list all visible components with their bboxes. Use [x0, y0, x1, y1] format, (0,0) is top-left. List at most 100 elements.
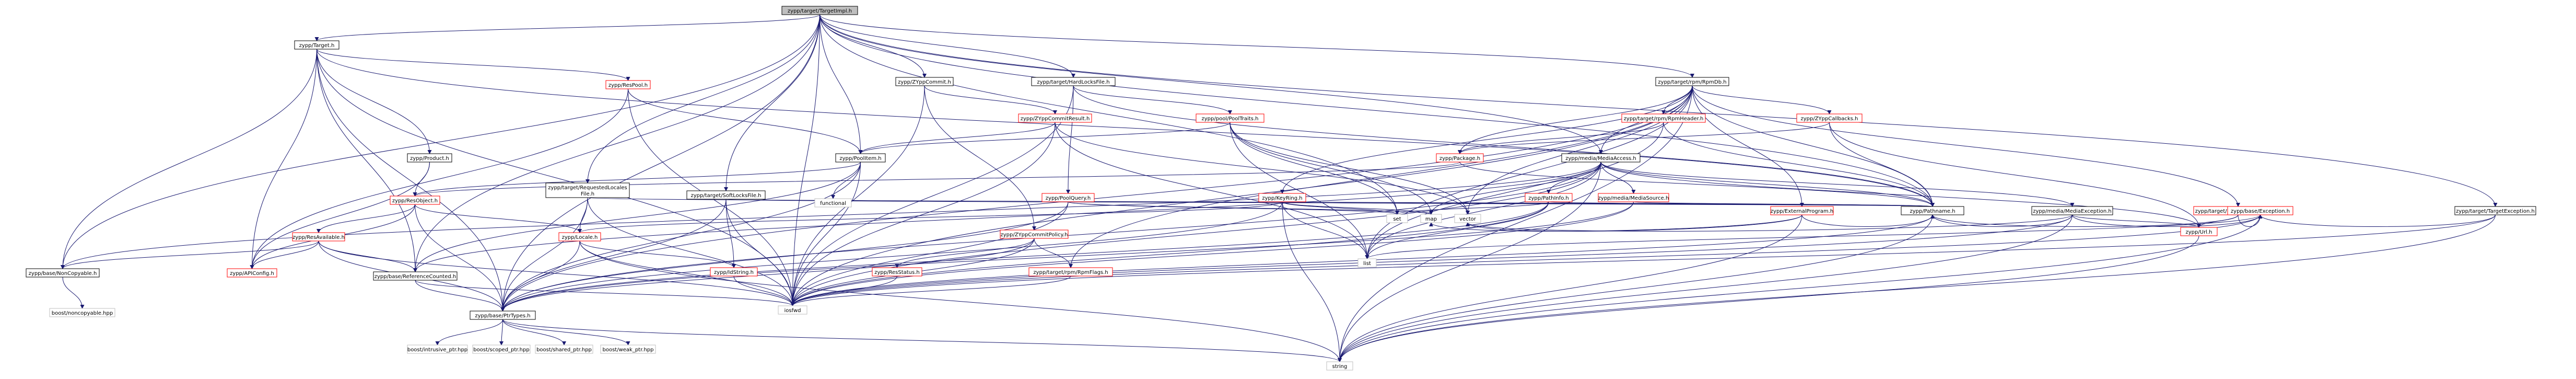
edge-poolitem-to-refcounted — [413, 162, 861, 272]
node-iosfwd: iosfwd — [778, 305, 807, 315]
edge-hardlocks-to-poolquery — [1066, 85, 1074, 194]
edge-poolitem-to-ptrtypes — [500, 162, 861, 312]
edge-keyring-to-string — [1282, 201, 1342, 362]
edge-root-to-softlocks — [724, 14, 820, 191]
node-resstatus[interactable]: zypp/ResStatus.h — [872, 267, 922, 277]
node-resprool[interactable]: zypp/ResPool.h — [605, 80, 651, 89]
node-ptrtypes[interactable]: zypp/base/PtrTypes.h — [470, 311, 536, 320]
node-targetexc[interactable]: zypp/target/TargetException.h — [2454, 206, 2536, 215]
node-box-iosfwd — [778, 305, 807, 315]
node-label-poolitem: zypp/PoolItem.h — [839, 156, 881, 162]
node-commitpolicy[interactable]: zypp/ZYppCommitPolicy.h — [1000, 229, 1069, 239]
edge-pathinfo-to-iosfwd — [790, 201, 1549, 306]
edge-resavailable-to-iosfwd — [318, 240, 795, 306]
edge-externalprog-to-map — [1429, 214, 1802, 232]
node-pooltraits[interactable]: zypp/pool/PoolTraits.h — [1196, 113, 1264, 123]
edge-root-to-iosfwd — [790, 14, 820, 306]
edge-commitpolicy-to-ptrtypes — [500, 238, 1035, 312]
node-box-poolitem — [835, 153, 886, 163]
edge-mediaexc-to-vector — [1466, 214, 2072, 232]
node-pathinfo[interactable]: zypp/PathInfo.h — [1525, 193, 1573, 202]
node-box-noncopyable — [26, 268, 100, 278]
node-box-mediaaccess — [1561, 153, 1641, 163]
node-mediasource[interactable]: zypp/media/MediaSource.h — [1598, 193, 1669, 202]
edge-mediaaccess-to-list — [1365, 162, 1601, 259]
node-keyring[interactable]: zypp/KeyRing.h — [1258, 193, 1306, 202]
edge-target-to-noncopyable — [61, 49, 317, 269]
edge-poolquery-to-ptrtypes — [500, 201, 1069, 312]
edge-requestedlocales-to-locale — [578, 197, 588, 233]
node-box-mediaexc — [2031, 206, 2113, 215]
edge-zyppcommit-to-iosfwd — [790, 85, 925, 306]
edge-resobject-to-ptrtypes — [415, 204, 505, 312]
node-label-boost_weak: boost/weak_ptr.hpp — [602, 347, 653, 353]
edge-mediaaccess-to-iosfwd — [790, 162, 1601, 306]
node-box-ptrtypes — [470, 311, 536, 320]
node-rpmdb[interactable]: zypp/target/rpm/RpmDb.h — [1655, 77, 1729, 86]
edge-commitresult-to-vector — [1055, 122, 1470, 215]
node-pathname[interactable]: zypp/Pathname.h — [1901, 206, 1964, 215]
node-label-package: zypp/Package.h — [1439, 156, 1480, 162]
node-locale[interactable]: zypp/Locale.h — [558, 232, 601, 242]
node-poolquery[interactable]: zypp/PoolQuery.h — [1041, 193, 1095, 202]
edge-locale-to-ptrtypes — [500, 240, 580, 312]
node-rpminstflags[interactable]: zypp/target/rpm/RpmFlags.h — [1028, 267, 1113, 277]
node-mediaaccess[interactable]: zypp/media/MediaAccess.h — [1561, 153, 1641, 163]
edge-mediaexc-to-iosfwd — [790, 214, 2072, 306]
node-list: list — [1357, 258, 1377, 268]
node-box-baseexc — [2227, 206, 2293, 215]
node-mediaexc[interactable]: zypp/media/MediaException.h — [2031, 206, 2113, 215]
node-apiconfig[interactable]: zypp/APIConfig.h — [227, 268, 277, 278]
node-label-mediaaccess: zypp/media/MediaAccess.h — [1565, 156, 1636, 162]
node-rpmheader[interactable]: zypp/target/rpm/RpmHeader.h — [1621, 113, 1706, 123]
node-baseexc[interactable]: zypp/base/Exception.h — [2227, 206, 2293, 215]
node-poolitem[interactable]: zypp/PoolItem.h — [835, 153, 886, 163]
edge-poolquery-to-map — [1068, 201, 1433, 215]
node-map: map — [1420, 214, 1442, 223]
node-label-map: map — [1425, 216, 1437, 222]
edge-rpmheader-to-list — [1365, 122, 1664, 259]
node-resobject[interactable]: zypp/ResObject.h — [390, 196, 440, 205]
node-zyppcallbacks[interactable]: zypp/ZYppCallbacks.h — [1796, 113, 1863, 123]
node-label-functional: functional — [820, 201, 846, 206]
edge-hardlocks-to-pooltraits — [1073, 85, 1232, 114]
node-label-boost_intrusive: boost/intrusive_ptr.hpp — [407, 347, 467, 353]
node-label-softlocks: zypp/target/SoftLocksFile.h — [691, 193, 762, 199]
node-idstring[interactable]: zypp/IdString.h — [710, 267, 758, 277]
edge-commitpolicy-to-resstatus — [895, 238, 1035, 268]
edge-url-to-string — [1338, 235, 2199, 362]
node-resavailable[interactable]: zypp/ResAvailable.h — [292, 232, 345, 242]
node-noncopyable[interactable]: zypp/base/NonCopyable.h — [26, 268, 100, 278]
node-target[interactable]: zypp/Target.h — [294, 40, 339, 50]
node-box-zyppcommit — [895, 77, 954, 86]
node-commitresult[interactable]: zypp/ZYppCommitResult.h — [1018, 113, 1092, 123]
edge-rpmdb-to-vector — [1466, 85, 1693, 215]
edge-target-to-apiconfig — [250, 49, 317, 269]
node-zyppcommit[interactable]: zypp/ZYppCommit.h — [895, 77, 954, 86]
node-url[interactable]: zypp/Url.h — [2180, 227, 2218, 236]
node-product[interactable]: zypp/Product.h — [407, 153, 452, 163]
edge-pathinfo-to-set — [1395, 201, 1549, 215]
node-hardlocks[interactable]: zypp/target/HardLocksFile.h — [1031, 77, 1116, 86]
node-box-mediasource — [1598, 193, 1669, 202]
node-label-poolquery: zypp/PoolQuery.h — [1046, 196, 1091, 201]
node-label-baseexc: zypp/base/Exception.h — [2231, 209, 2290, 214]
node-label-iosfwd: iosfwd — [784, 308, 801, 314]
node-externalprog[interactable]: zypp/ExternalProgram.h — [1770, 206, 1834, 215]
edge-targetexc-to-iosfwd — [790, 214, 2496, 306]
edge-poolitem-to-resobject — [413, 162, 861, 197]
node-label-root: zypp/target/TargetImpl.h — [788, 8, 852, 14]
edge-target-to-resprool — [317, 49, 630, 81]
node-softlocks[interactable]: zypp/target/SoftLocksFile.h — [686, 190, 766, 200]
node-package[interactable]: zypp/Package.h — [1436, 153, 1484, 163]
edge-rpmdb-to-zyppcallbacks — [1692, 85, 1832, 114]
node-label-targetexc: zypp/target/TargetException.h — [2456, 209, 2535, 214]
node-box-boost_noncopyable — [49, 308, 115, 317]
node-label-commitresult: zypp/ZYppCommitResult.h — [1021, 116, 1090, 122]
node-label-resobject: zypp/ResObject.h — [392, 198, 438, 204]
node-root[interactable]: zypp/target/TargetImpl.h — [781, 6, 858, 15]
node-refcounted[interactable]: zypp/base/ReferenceCounted.h — [373, 271, 458, 281]
edge-mediaexc-to-baseexc — [2072, 214, 2263, 227]
edge-root-to-refcounted — [413, 14, 820, 272]
